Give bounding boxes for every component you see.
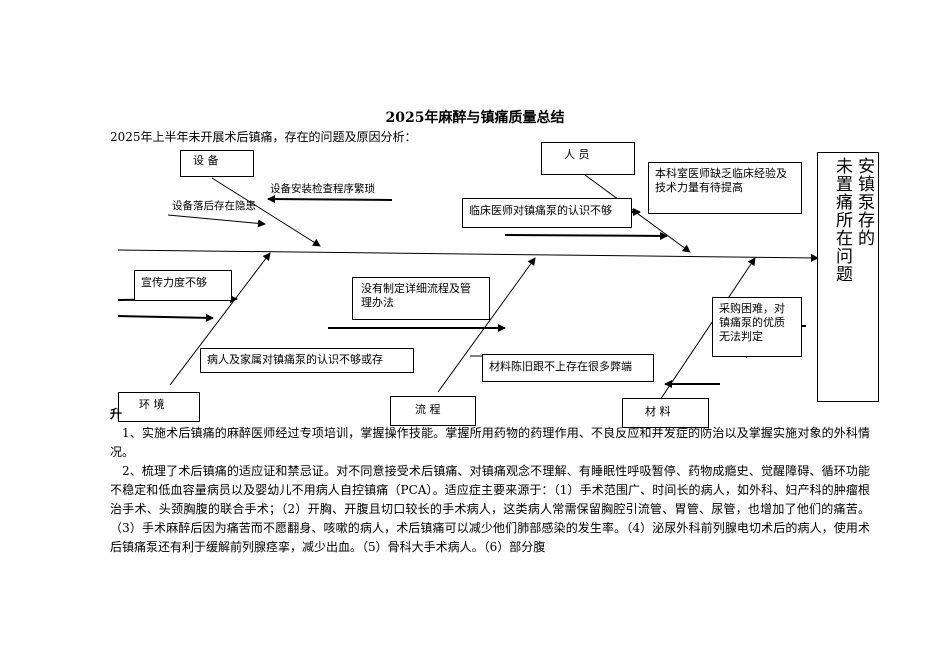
effect-text-col1: 安镇泵存的 xyxy=(854,157,874,247)
category-equipment: 设 备 xyxy=(180,150,254,177)
effect-text-col2: 未置痛所在问题 xyxy=(832,157,852,283)
cause-environment-1: 宣传力度不够 xyxy=(134,270,232,301)
arrow-equipment-2 xyxy=(167,214,266,228)
cause-equipment-1: 设备安装检查程序繁琐 xyxy=(270,183,375,195)
category-process: 流 程 xyxy=(390,396,476,426)
cause-personnel-2: 临床医师对镇痛泵的认识不够 xyxy=(462,198,632,228)
paragraph-2: 2、梳理了术后镇痛的适应证和禁忌证。对不同意接受术后镇痛、对镇痛观念不理解、有睡… xyxy=(110,462,870,557)
paragraph-1-text: 1、实施术后镇痛的麻醉医师经过专项培训，掌握操作技能。掌握所用药物的药理作用、不… xyxy=(110,426,870,459)
partial-heading-glyph: 升 xyxy=(110,407,123,421)
bone-environment xyxy=(169,252,271,386)
effect-box: 安镇泵存的 未置痛所在问题 xyxy=(817,152,879,402)
arrow-environment-2 xyxy=(117,313,214,322)
bone-equipment xyxy=(211,177,321,247)
category-material: 材 料 xyxy=(622,398,709,428)
bone-process xyxy=(437,257,536,393)
cause-personnel-1: 本科室医师缺乏临床经验及技术力量有待提高 xyxy=(648,162,802,214)
intro-text: 2025年上半年未开展术后镇痛，存在的问题及原因分析： xyxy=(110,130,417,144)
cause-environment-2: 病人及家属对镇痛泵的认识不够或存 xyxy=(200,348,414,373)
cause-equipment-2: 设备落后存在隐患 xyxy=(172,200,256,212)
cause-process-1: 没有制定详细流程及管理办法 xyxy=(352,277,490,320)
arrow-personnel-2 xyxy=(504,231,668,240)
document-title: 2025年麻醉与镇痛质量总结 xyxy=(385,110,565,126)
arrow-equipment-1 xyxy=(267,195,393,204)
bone-material xyxy=(659,257,756,401)
paragraph-1: 1、实施术后镇痛的麻醉医师经过专项培训，掌握操作技能。掌握所用药物的药理作用、不… xyxy=(110,424,870,462)
category-environment: 环 境 xyxy=(118,392,200,422)
cause-material-2: 材料陈旧跟不上存在很多弊端 xyxy=(482,354,654,382)
category-personnel: 人 员 xyxy=(541,142,635,175)
paragraph-2-text: 2、梳理了术后镇痛的适应证和禁忌证。对不同意接受术后镇痛、对镇痛观念不理解、有睡… xyxy=(110,464,870,554)
cause-material-1: 采购困难，对镇痛泵的优质无法判定 xyxy=(712,297,802,357)
spine-line xyxy=(117,249,819,262)
